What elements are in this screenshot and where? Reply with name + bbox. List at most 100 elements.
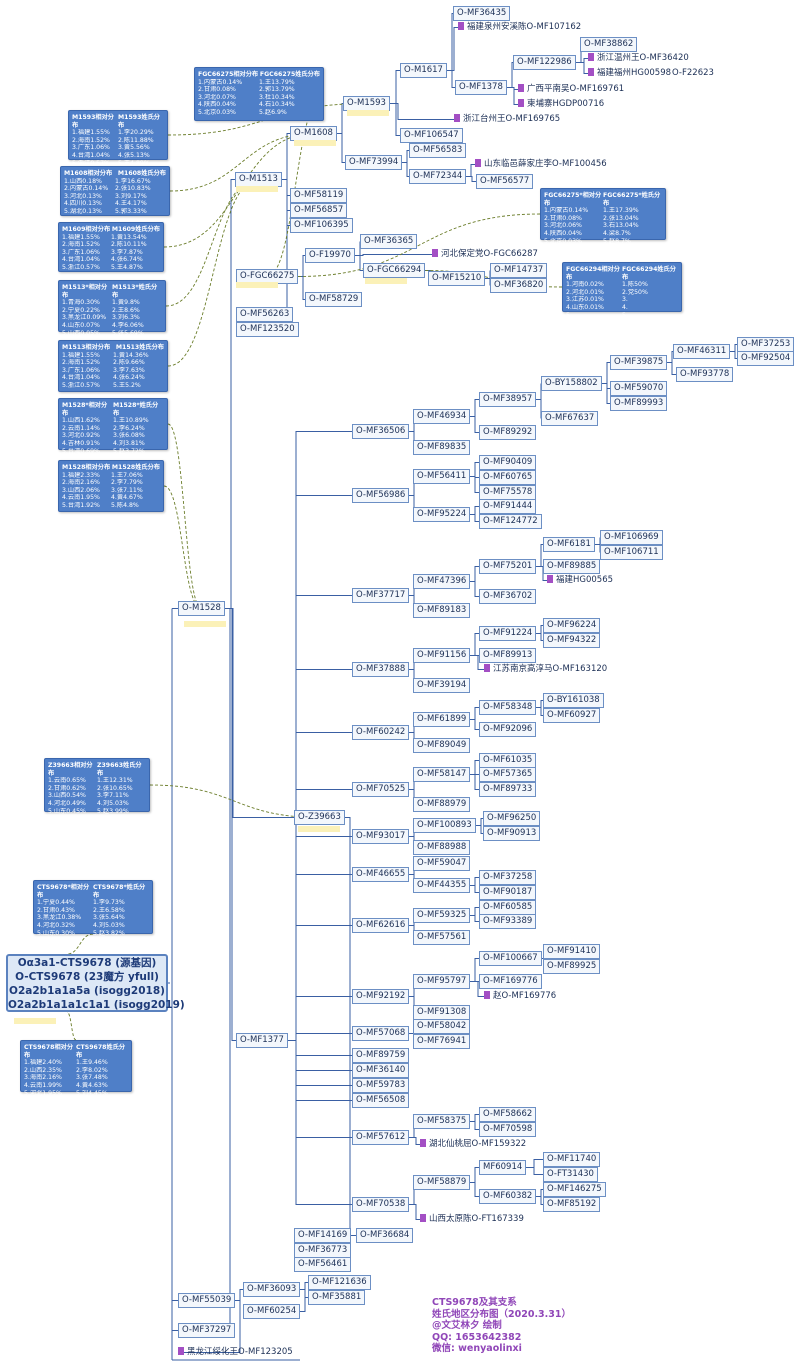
tree-node[interactable]: O-MF37297 <box>178 1323 236 1338</box>
tree-node[interactable]: O-MF91156 <box>413 648 471 663</box>
tree-node[interactable]: O-MF56577 <box>476 174 534 189</box>
tree-node[interactable]: O-MF57068 <box>352 1026 410 1041</box>
tree-node[interactable]: O-MF58348 <box>479 700 537 715</box>
tree-node[interactable]: O-MF122986 <box>513 55 576 70</box>
tree-node[interactable]: O-MF38957 <box>479 392 537 407</box>
tree-node[interactable]: O-MF75578 <box>479 485 537 500</box>
tree-node[interactable]: O-MF60765 <box>479 470 537 485</box>
tree-node[interactable]: O-MF56461 <box>294 1257 352 1272</box>
tree-node[interactable]: O-MF58729 <box>305 292 363 307</box>
tree-node[interactable]: O-BY161038 <box>543 693 604 708</box>
tree-node[interactable]: O-MF58147 <box>413 767 471 782</box>
tree-node[interactable]: O-MF58879 <box>413 1175 471 1190</box>
tree-node[interactable]: O-MF56583 <box>409 143 467 158</box>
tree-node[interactable]: MF60914 <box>479 1160 527 1175</box>
tree-node[interactable]: O-MF100893 <box>413 818 476 833</box>
tree-node[interactable]: O-MF55039 <box>178 1293 236 1308</box>
tree-node[interactable]: O-MF36773 <box>294 1243 352 1258</box>
tree-node[interactable]: O-MF60927 <box>543 708 601 723</box>
tree-node[interactable]: O-MF60242 <box>352 725 410 740</box>
tree-node[interactable]: O-MF93778 <box>676 367 734 382</box>
tree-node[interactable]: O-MF39194 <box>413 678 471 693</box>
tree-node[interactable]: O-MF76941 <box>413 1034 471 1049</box>
tree-node[interactable]: O-MF36702 <box>479 589 537 604</box>
tree-node[interactable]: O-MF15210 <box>428 271 486 286</box>
tree-node[interactable]: O-MF37888 <box>352 662 410 677</box>
tree-node[interactable]: O-MF89049 <box>413 738 471 753</box>
tree-node[interactable]: O-F19970 <box>305 248 355 263</box>
tree-node[interactable]: O-MF95224 <box>413 507 471 522</box>
tree-node[interactable]: O-MF88988 <box>413 840 471 855</box>
tree-node[interactable]: O-MF95797 <box>413 974 471 989</box>
tree-node[interactable]: O-MF88979 <box>413 797 471 812</box>
tree-node[interactable]: O-MF96224 <box>543 618 601 633</box>
tree-node[interactable]: O-MF85192 <box>543 1197 601 1212</box>
tree-node[interactable]: O-MF89913 <box>479 648 537 663</box>
tree-node[interactable]: O-M1513 <box>235 172 282 187</box>
tree-node[interactable]: O-MF57561 <box>413 930 471 945</box>
tree-node[interactable]: O-MF89183 <box>413 603 471 618</box>
tree-node[interactable]: O-MF91410 <box>543 944 601 959</box>
tree-node[interactable]: O-MF121636 <box>308 1275 371 1290</box>
tree-node[interactable]: O-MF36140 <box>352 1063 410 1078</box>
tree-node[interactable]: O-MF14169 <box>294 1228 352 1243</box>
tree-node[interactable]: O-MF38862 <box>580 37 638 52</box>
tree-node[interactable]: O-MF106395 <box>290 218 353 233</box>
tree-node[interactable]: O-MF89925 <box>543 959 601 974</box>
tree-node[interactable]: O-FT31430 <box>543 1167 598 1182</box>
tree-node[interactable]: O-MF58662 <box>479 1107 537 1122</box>
tree-node[interactable]: O-M1617 <box>400 63 447 78</box>
tree-node[interactable]: O-MF46655 <box>352 867 410 882</box>
tree-node[interactable]: O-MF169776 <box>479 974 542 989</box>
tree-node[interactable]: O-MF44355 <box>413 878 471 893</box>
tree-node[interactable]: O-MF46311 <box>673 344 731 359</box>
tree-node[interactable]: O-MF106547 <box>400 128 463 143</box>
tree-node[interactable]: O-MF59783 <box>352 1078 410 1093</box>
tree-node[interactable]: O-MF75201 <box>479 559 537 574</box>
tree-node[interactable]: O-MF93389 <box>479 914 537 929</box>
tree-node[interactable]: O-BY158802 <box>541 376 602 391</box>
tree-node[interactable]: O-Z39663 <box>294 810 345 825</box>
tree-node[interactable]: O-MF14737 <box>490 263 548 278</box>
tree-node[interactable]: O-MF46934 <box>413 409 471 424</box>
tree-node[interactable]: O-MF124772 <box>479 514 542 529</box>
tree-node[interactable]: O-FGC66294 <box>363 263 426 278</box>
tree-node[interactable]: O-MF92504 <box>737 351 795 366</box>
tree-node[interactable]: O-MF90913 <box>483 826 541 841</box>
tree-node[interactable]: O-MF60254 <box>243 1304 301 1319</box>
tree-node[interactable]: O-MF60382 <box>479 1189 537 1204</box>
tree-node[interactable]: O-MF56986 <box>352 488 410 503</box>
tree-node[interactable]: O-MF67637 <box>541 411 599 426</box>
tree-node[interactable]: O-MF106969 <box>600 530 663 545</box>
tree-node[interactable]: O-M1608 <box>290 126 337 141</box>
tree-node[interactable]: O-MF56857 <box>290 203 348 218</box>
tree-node[interactable]: O-MF36435 <box>453 6 511 21</box>
tree-node[interactable]: O-MF91444 <box>479 499 537 514</box>
tree-node[interactable]: O-MF58042 <box>413 1019 471 1034</box>
tree-node[interactable]: O-MF89835 <box>413 440 471 455</box>
tree-node[interactable]: O-MF59070 <box>610 381 668 396</box>
tree-node[interactable]: O-MF58375 <box>413 1114 471 1129</box>
tree-node[interactable]: O-MF35881 <box>308 1290 366 1305</box>
tree-node[interactable]: O-MF93017 <box>352 829 410 844</box>
tree-node[interactable]: O-MF90409 <box>479 455 537 470</box>
tree-node[interactable]: O-MF57612 <box>352 1130 410 1145</box>
tree-node[interactable]: O-MF89993 <box>610 396 668 411</box>
tree-node[interactable]: O-MF70538 <box>352 1197 410 1212</box>
tree-node[interactable]: O-MF92096 <box>479 722 537 737</box>
tree-node[interactable]: O-MF92192 <box>352 989 410 1004</box>
tree-node[interactable]: O-MF72344 <box>409 169 467 184</box>
tree-node[interactable]: O-MF1377 <box>236 1033 288 1048</box>
tree-node[interactable]: O-MF91308 <box>413 1005 471 1020</box>
tree-node[interactable]: O-MF90187 <box>479 885 537 900</box>
tree-node[interactable]: O-MF36684 <box>356 1228 414 1243</box>
